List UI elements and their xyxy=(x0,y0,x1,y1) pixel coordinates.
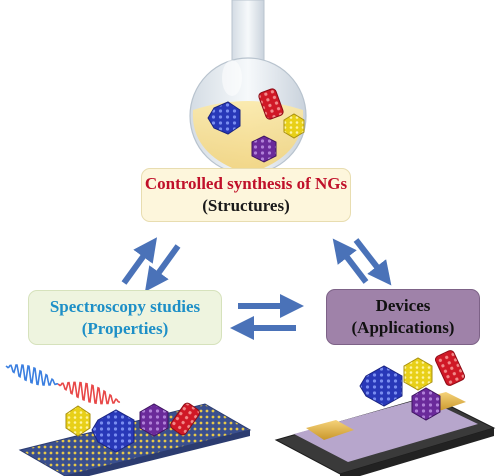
devices-title: Devices xyxy=(375,296,431,315)
devices-node: Devices (Applications) xyxy=(326,289,480,345)
substrate-icon xyxy=(18,403,252,476)
laser-pulse-icon xyxy=(5,364,121,405)
synthesis-title: Controlled synthesis of NGs xyxy=(144,174,348,193)
nanographene-icon xyxy=(65,402,200,453)
arrow-devices-to-synthesis xyxy=(332,238,369,284)
synthesis-node: Controlled synthesis of NGs (Structures) xyxy=(141,168,351,222)
nanographene-icon xyxy=(207,88,305,163)
spectroscopy-subtitle: (Properties) xyxy=(81,318,169,338)
synthesis-subtitle: (Structures) xyxy=(202,196,290,215)
spectroscopy-node: Spectroscopy studies (Properties) xyxy=(28,290,222,345)
arrow-synthesis-to-spectroscopy xyxy=(121,237,158,285)
arrow-spectroscopy-from-synthesis xyxy=(144,244,181,292)
spectroscopy-title: Spectroscopy studies xyxy=(49,296,201,316)
nanographene-icon xyxy=(359,350,466,421)
round-flask-icon xyxy=(189,0,307,175)
devices-subtitle: (Applications) xyxy=(351,318,455,337)
arrow-synthesis-to-devices xyxy=(353,238,392,286)
